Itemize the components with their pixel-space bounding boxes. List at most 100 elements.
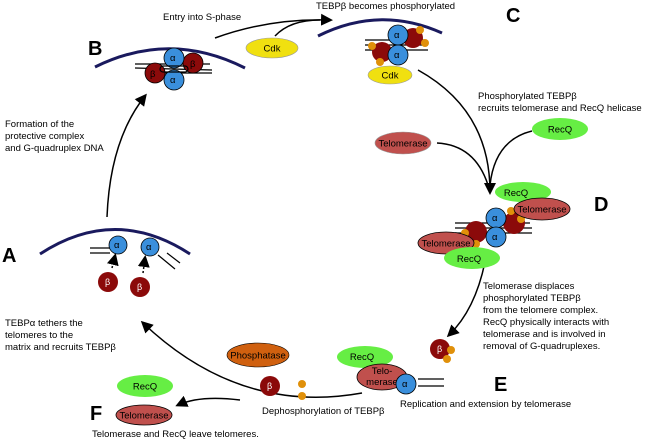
recq-protein <box>444 247 500 269</box>
nuclear-matrix-c <box>317 18 443 38</box>
phosphate <box>416 26 424 34</box>
arrow-a-to-b <box>106 93 147 218</box>
alpha-label: α <box>394 50 400 61</box>
label-tethers-2: telomeres to the <box>5 330 73 341</box>
label-replication: Replication and extension by telomerase <box>400 399 571 410</box>
beta-label: β <box>137 282 142 292</box>
stage-label-a: A <box>2 245 16 267</box>
alpha-protein <box>485 226 507 248</box>
label-entry-s-phase: Entry into S-phase <box>163 12 241 23</box>
alpha-label: α <box>394 30 400 41</box>
label-formation-1: Formation of the <box>5 119 74 130</box>
label-line: Telomerase displaces <box>483 281 575 292</box>
phosphate <box>507 207 515 215</box>
alpha-protein <box>395 373 417 395</box>
recq-label: RecQ <box>350 352 374 363</box>
complex-e: RecQ Telo- merase α <box>337 346 444 395</box>
phosphate <box>368 42 376 50</box>
arrow-e-to-a <box>140 320 363 398</box>
telomerase-label: Telomerase <box>421 239 470 250</box>
alpha-protein <box>140 237 160 257</box>
beta-protein <box>260 376 280 396</box>
label-displaces: Telomerase displaces phosphorylated TEBP… <box>483 281 609 352</box>
cdk-protein <box>367 65 413 85</box>
complex-a: α α β β <box>90 235 181 297</box>
label-recruits-2: recruits telomerase and RecQ helicase <box>478 103 642 114</box>
complex-d: RecQ α α Telomerase Telomerase RecQ <box>417 182 571 269</box>
beta-label: β <box>437 344 442 354</box>
complex-c: α α <box>365 24 429 66</box>
beta-label: β <box>150 69 156 80</box>
alpha-label: α <box>492 213 498 224</box>
alpha-protein <box>163 69 185 91</box>
label-formation-2: protective complex <box>5 131 84 142</box>
arrow-c-to-d <box>417 69 496 195</box>
telomerase-label: merase <box>366 377 398 388</box>
telomerase-label: Telomerase <box>517 205 566 216</box>
recq-label: RecQ <box>133 382 157 393</box>
phosphatase-protein <box>226 342 290 368</box>
alpha-label: α <box>170 75 176 86</box>
phosphate <box>298 392 306 400</box>
label-dephosphorylation: Dephosphorylation of TEBPβ <box>262 406 385 417</box>
beta-protein <box>430 339 450 359</box>
phosphate <box>447 346 455 354</box>
telomerase-label: Telomerase <box>378 139 427 150</box>
beta-label: β <box>267 381 272 391</box>
label-leave: Telomerase and RecQ leave telomeres. <box>92 429 259 440</box>
recq-label: RecQ <box>504 188 528 199</box>
cdk-label: Cdk <box>264 44 281 55</box>
beta-label: β <box>105 277 110 287</box>
label-formation-3: and G-quadruplex DNA <box>5 143 104 154</box>
telomerase-protein <box>513 197 571 221</box>
beta-protein <box>130 277 150 297</box>
phosphatase-label: Phosphatase <box>230 351 285 362</box>
beta-label: β <box>190 59 196 70</box>
phosphate <box>298 380 306 388</box>
alpha-protein <box>387 44 409 66</box>
label-line: phosphorylated TEBPβ <box>483 293 581 304</box>
telomerase-label: Telo- <box>372 366 393 377</box>
label-line: from the telomere complex. <box>483 305 598 316</box>
phosphate <box>421 39 429 47</box>
label-line: RecQ physically interacts with <box>483 317 609 328</box>
arrow-cdk-to-c <box>274 19 321 37</box>
cdk-protein <box>245 37 299 59</box>
alpha-protein <box>163 47 185 69</box>
recq-label: RecQ <box>457 254 481 265</box>
nuclear-matrix-a <box>39 228 191 256</box>
stage-label-f: F <box>90 403 102 425</box>
arrow-recq-to-d <box>489 130 533 186</box>
label-line: telomerase and is involved in <box>483 329 606 340</box>
stage-label-c: C <box>506 5 520 27</box>
stage-label-e: E <box>494 374 507 396</box>
alpha-label: α <box>114 240 120 251</box>
recq-protein <box>532 118 588 140</box>
alpha-label: α <box>402 379 408 390</box>
recq-protein <box>495 182 551 202</box>
arrow-d-to-e <box>446 261 486 338</box>
alpha-label: α <box>492 232 498 243</box>
complex-b: α α β β <box>134 47 213 91</box>
alpha-label: α <box>170 53 176 64</box>
stage-label-d: D <box>594 194 608 216</box>
alpha-label: α <box>146 242 152 253</box>
label-tethers-1: TEBPα tethers the <box>5 318 83 329</box>
label-recruits-1: Phosphorylated TEBPβ <box>478 91 577 102</box>
phosphate <box>443 355 451 363</box>
recq-protein <box>337 346 393 368</box>
beta-protein <box>98 272 118 292</box>
label-line: removal of G-quadruplexes. <box>483 341 600 352</box>
label-tebpb-phosphorylated: TEBPβ becomes phosphorylated <box>316 1 455 12</box>
recq-label: RecQ <box>548 125 572 136</box>
beta-protein <box>372 42 392 62</box>
arrow-to-f <box>175 395 241 407</box>
telomerase-label: Telomerase <box>119 411 168 422</box>
telomerase-protein <box>374 131 432 155</box>
label-tethers-3: matrix and recruits TEBPβ <box>5 342 116 353</box>
phosphate <box>376 58 384 66</box>
cdk-label: Cdk <box>382 71 399 82</box>
telomerase-protein <box>115 404 173 426</box>
